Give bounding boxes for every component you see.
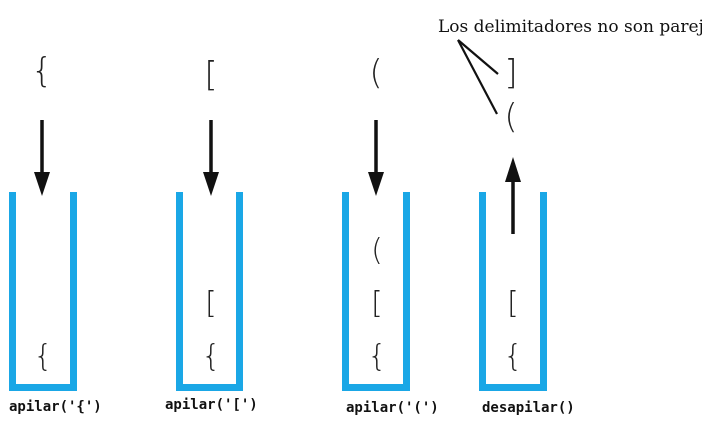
stack-right-wall — [70, 192, 77, 391]
stack-item: [ — [205, 286, 217, 321]
push-arrow-head — [368, 172, 384, 196]
stack-right-wall — [236, 192, 243, 391]
stack-right-wall — [403, 192, 410, 391]
compare-top-symbol: ] — [504, 53, 517, 93]
stack-left-wall — [176, 192, 183, 391]
step-3: ( { [ ( apilar('(') — [342, 53, 439, 416]
stack-container — [9, 192, 77, 391]
stack-bottom — [479, 384, 547, 391]
stack-left-wall — [9, 192, 16, 391]
stack-item: { — [33, 339, 52, 374]
step-4: Los delimitadores no son pareja ] ( { [ … — [438, 17, 702, 416]
popped-symbol: ( — [504, 97, 517, 137]
pop-arrow-head — [505, 157, 521, 182]
operation-label: apilar('(') — [346, 400, 439, 416]
note-pointer-to-paren — [457, 39, 498, 115]
stack-item: { — [503, 339, 522, 374]
mismatch-note: Los delimitadores no son pareja — [438, 17, 702, 37]
stack-right-wall — [540, 192, 547, 391]
push-arrow-head — [34, 172, 50, 196]
incoming-symbol: { — [31, 51, 53, 91]
stack-left-wall — [479, 192, 486, 391]
step-2: [ { [ apilar('[') — [165, 55, 258, 413]
step-1: { { apilar('{') — [9, 51, 102, 415]
stack-item: { — [201, 339, 220, 374]
stack-item: { — [367, 339, 386, 374]
stack-item: ( — [371, 233, 383, 268]
stack-bottom — [176, 384, 243, 391]
operation-label: desapilar() — [482, 400, 575, 416]
stack-bottom — [342, 384, 410, 391]
stack-container — [479, 192, 547, 391]
stack-container — [342, 192, 410, 391]
incoming-symbol: [ — [204, 55, 217, 95]
operation-label: apilar('{') — [9, 399, 102, 415]
stack-item: [ — [507, 286, 519, 321]
push-arrow-head — [203, 172, 219, 196]
note-pointer-to-bracket — [457, 39, 499, 75]
incoming-symbol: ( — [369, 53, 382, 93]
stack-bottom — [9, 384, 77, 391]
operation-label: apilar('[') — [165, 397, 258, 413]
stack-container — [176, 192, 243, 391]
stack-item: [ — [371, 286, 383, 321]
stack-left-wall — [342, 192, 349, 391]
